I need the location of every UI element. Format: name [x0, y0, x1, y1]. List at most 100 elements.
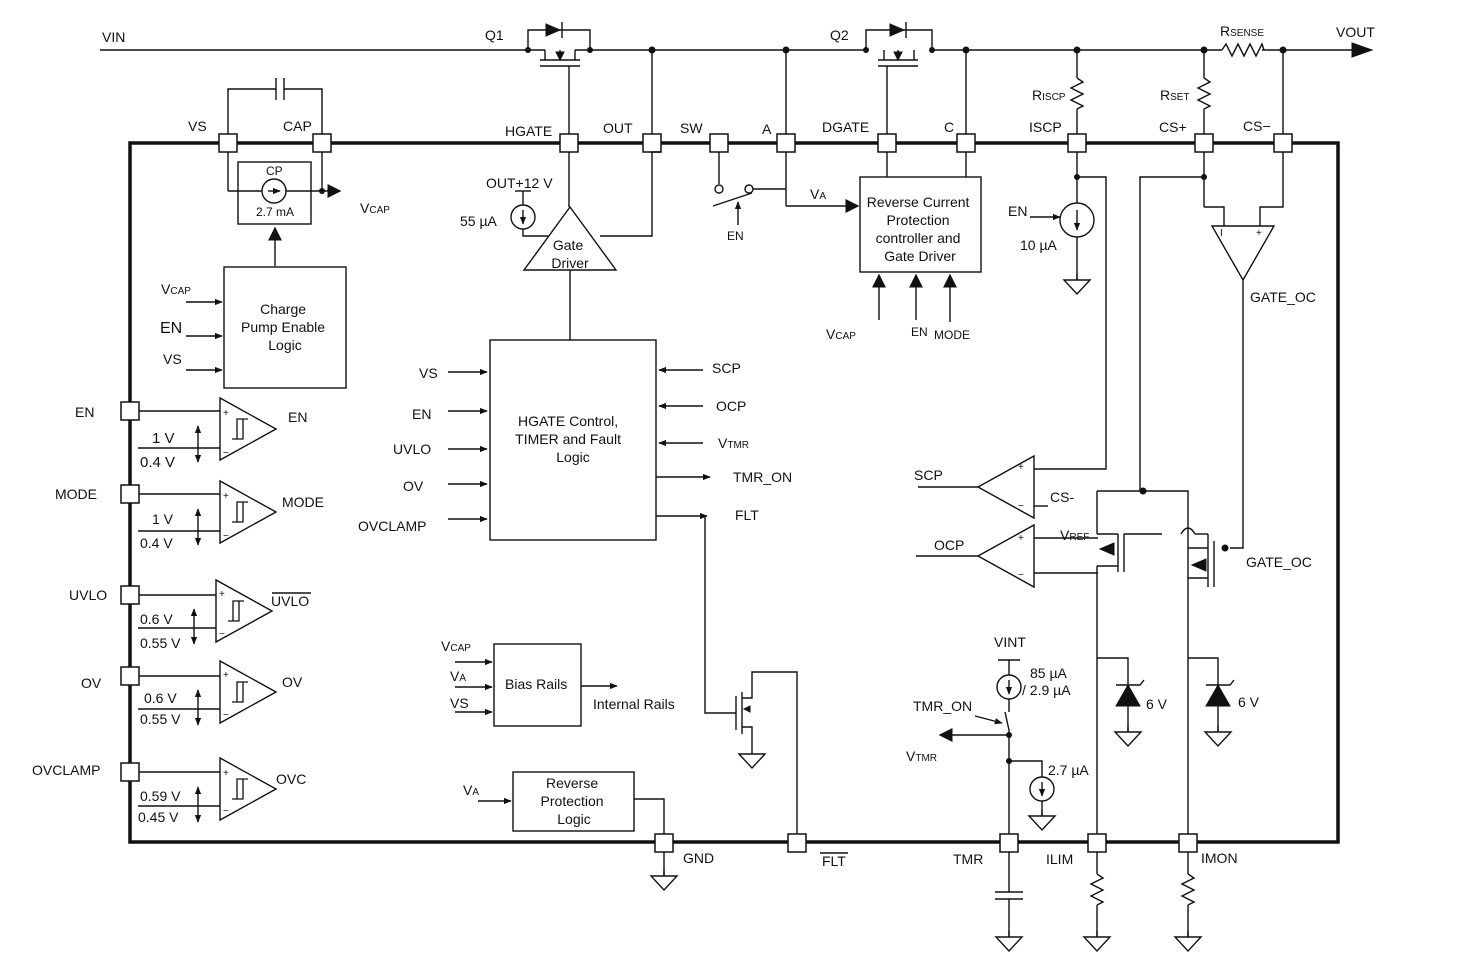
bias-rails-text: Bias Rails [505, 676, 567, 692]
hg-out-flt: FLT [735, 507, 759, 523]
sw-en-label: EN [727, 229, 744, 243]
ovc-thr-hi: 0.59 V [140, 788, 181, 804]
cp-name: CP [266, 164, 283, 178]
mode-thr-lo: 0.4 V [140, 535, 173, 551]
vint-label: VINT [994, 634, 1026, 650]
hg-out-tmr-on: TMR_ON [733, 469, 792, 485]
svg-text:I: I [1220, 228, 1223, 239]
en-comp-out: EN [288, 409, 307, 425]
i10-label: 10 µA [1020, 237, 1058, 253]
hgate-control-text: HGATE Control, TIMER and Fault Logic [515, 413, 625, 465]
gate-oc-label-bottom: GATE_OC [1246, 554, 1312, 570]
scp-csm: CS- [1050, 489, 1074, 505]
vs-cap-capacitor [227, 78, 323, 143]
pin-ilim: ILIM [1046, 851, 1073, 867]
svg-text:+: + [219, 589, 225, 600]
out12-label: OUT+12 V [486, 175, 553, 191]
pin-a: A [762, 121, 772, 137]
svg-text:+: + [223, 408, 229, 419]
ov-comp-out: OV [282, 674, 303, 690]
flt-open-drain [704, 516, 798, 834]
power-path [100, 42, 1374, 58]
left-pins [120, 401, 140, 782]
svg-text:−: − [1018, 570, 1024, 581]
bias-rails-block [493, 643, 582, 727]
hg-in-vs: VS [419, 365, 438, 381]
uvlo-thr-lo: 0.55 V [140, 635, 181, 651]
svg-text:−: − [219, 629, 225, 640]
ocp-comparator: + − [916, 523, 1098, 589]
i55-label: 55 µA [460, 213, 498, 229]
pin-mode: MODE [55, 486, 97, 502]
scp-comparator: + − [918, 454, 1048, 520]
rsense-label: RSENSE [1220, 23, 1264, 39]
mode-comparator: + − [138, 479, 278, 546]
pin-hgate: HGATE [505, 123, 552, 139]
pin-imon: IMON [1201, 850, 1238, 866]
i29-label: / 2.9 µA [1022, 682, 1071, 698]
top-pins [218, 133, 1293, 153]
vin-label: VIN [102, 29, 125, 45]
pin-csm: CS− [1243, 118, 1271, 134]
vout-label: VOUT [1336, 24, 1375, 40]
pin-gnd: GND [683, 850, 714, 866]
zener-imon-label: 6 V [1238, 694, 1260, 710]
ic-outline [128, 141, 1340, 844]
bias-va: VA [450, 668, 466, 684]
cs-amplifier: I + [1139, 152, 1284, 549]
gate-driver [510, 151, 661, 340]
gate-driver-text: Gate Driver [551, 237, 589, 271]
pin-out: OUT [603, 120, 633, 136]
hg-in-vtmr: VTMR [718, 435, 749, 451]
pin-vs: VS [188, 118, 207, 134]
timer-tmr-on: TMR_ON [913, 698, 972, 714]
en-comparator: + − [138, 396, 278, 463]
rcp-en: EN [911, 325, 928, 339]
vcap-output-label: VCAP [360, 200, 390, 216]
bias-vs: VS [450, 695, 469, 711]
pin-sw: SW [680, 120, 703, 136]
uvlo-thr-hi: 0.6 V [140, 611, 173, 627]
reverse-current-protection-block [859, 176, 982, 273]
hgate-control-block [489, 339, 657, 541]
gnd-ground [650, 852, 678, 891]
cpel-vs-label: VS [163, 351, 182, 367]
zener-ilim [1097, 657, 1145, 747]
pin-cap: CAP [283, 118, 312, 134]
iscp-en-label: EN [1008, 203, 1027, 219]
cp-current: 2.7 mA [256, 205, 294, 219]
ovclamp-comparator: + − [138, 756, 278, 823]
vref-label: VREF [1060, 527, 1089, 543]
reverse-protection-logic [512, 771, 635, 832]
svg-text:+: + [1018, 533, 1024, 544]
en-thr-lo: 0.4 V [140, 454, 175, 471]
ovc-comp-out: OVC [276, 771, 306, 787]
en-thr-hi: 1 V [152, 430, 175, 447]
bottom-pins [654, 833, 1198, 853]
pin-en: EN [75, 404, 94, 420]
cpel-vcap-label: VCAP [161, 281, 191, 297]
zener-ilim-label: 6 V [1146, 696, 1168, 712]
scp-label: SCP [914, 467, 943, 483]
pin-flt: FLT [822, 853, 846, 869]
iscp-current-source [1030, 152, 1107, 470]
hg-in-scp: SCP [712, 360, 741, 376]
charge-pump [227, 152, 342, 266]
cpel-en-label: EN [160, 320, 182, 337]
svg-text:−: − [1018, 501, 1024, 512]
ovc-thr-lo: 0.45 V [138, 809, 179, 825]
ov-thr-hi: 0.6 V [144, 690, 177, 706]
charge-pump-enable-text: Charge Pump Enable Logic [241, 301, 329, 353]
sw-switch [712, 152, 860, 225]
hg-in-ov: OV [403, 478, 424, 494]
timer-circuit [938, 659, 1056, 834]
hgate-inputs [448, 366, 711, 523]
zener-imon [1188, 657, 1235, 747]
pin-c: C [944, 119, 954, 135]
q2-label: Q2 [830, 27, 849, 43]
hg-in-ovclamp: OVCLAMP [358, 518, 426, 534]
pin-iscp: ISCP [1029, 119, 1062, 135]
pin-uvlo: UVLO [69, 587, 107, 603]
rpl-va: VA [463, 782, 479, 798]
